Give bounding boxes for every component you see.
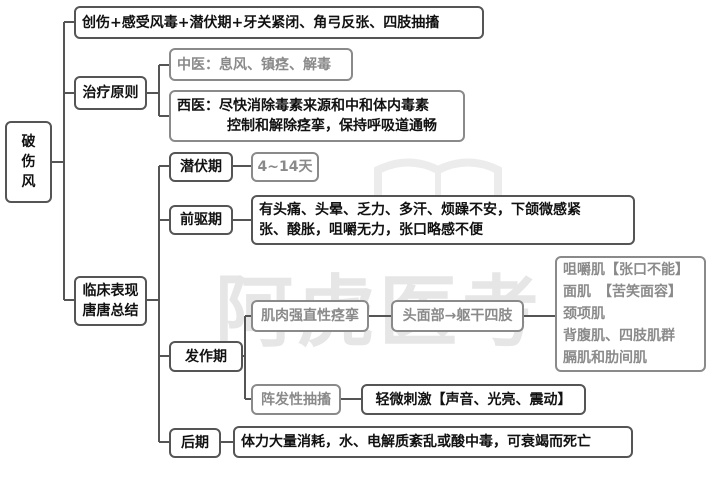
late-value-node: 体力大量消耗，水、电解质紊乱或酸中毒，可衰竭而死亡 (233, 426, 633, 458)
treatment-node: 治疗原则 (74, 76, 147, 110)
rigidity-node: 肌肉强直性痉挛 (251, 300, 369, 332)
tcm-treatment-node: 中医：息风、镇痉、解毒 (169, 48, 353, 81)
incubation-value-node: 4~14天 (251, 152, 319, 182)
rigidity-muscles-node: 咀嚼肌【张口不能】 面肌 【苦笑面容】 颈项肌 背腹肌、四肢肌群 膈肌和肋间肌 (555, 256, 706, 372)
root-node: 破 伤 风 (5, 121, 52, 203)
clinical-node: 临床表现 唐唐总结 (74, 276, 147, 326)
onset-node: 发作期 (169, 341, 243, 372)
western-treatment-node: 西医：尽快消除毒素来源和中和体内毒素 控制和解除痉挛，保持呼吸道通畅 (169, 90, 465, 142)
incubation-node: 潜伏期 (169, 152, 233, 182)
prodromal-value-node: 有头痛、头晕、乏力、多汗、烦躁不安，下颌微感紧 张、酸胀，咀嚼无力，张口略感不便 (251, 195, 635, 245)
late-node: 后期 (169, 428, 221, 458)
paroxysmal-node: 阵发性抽搐 (251, 384, 341, 415)
paroxysmal-trigger-node: 轻微刺激【声音、光亮、震动】 (361, 384, 586, 415)
prodromal-node: 前驱期 (169, 205, 233, 235)
rigidity-order-node: 头面部→躯干四肢 (391, 300, 524, 332)
etiology-node: 创伤+感受风毒+潜伏期+牙关紧闭、角弓反张、四肢抽搐 (74, 6, 484, 39)
